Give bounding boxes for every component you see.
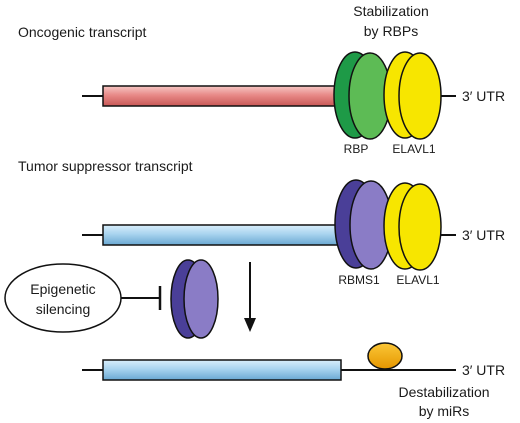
epigenetic-silencing-bubble bbox=[4, 263, 122, 333]
elavl1-label-top: ELAVL1 bbox=[392, 142, 435, 156]
utr-label-top: 3′ UTR bbox=[462, 88, 505, 104]
elavl1-yellow-protein-middle bbox=[383, 182, 442, 271]
epigenetic-label-line2: silencing bbox=[36, 301, 90, 317]
rbms1-label: RBMS1 bbox=[338, 273, 380, 287]
epigenetic-label-line1: Epigenetic bbox=[30, 281, 95, 297]
utr-label-bottom: 3′ UTR bbox=[462, 362, 505, 378]
stabilization-label-line1: Stabilization bbox=[353, 3, 429, 19]
rbms1-purple-protein bbox=[334, 179, 393, 270]
elavl1-yellow-protein-top bbox=[383, 51, 442, 140]
mir-orange-blob bbox=[367, 342, 403, 370]
elavl1-label-middle: ELAVL1 bbox=[396, 273, 439, 287]
stabilization-label-line2: by RBPs bbox=[364, 23, 418, 39]
oncogenic-coding-region bbox=[102, 85, 342, 107]
destabilization-label-line1: Destabilization bbox=[398, 384, 489, 400]
destabilized-coding-region bbox=[102, 359, 342, 381]
destabilization-label-line2: by miRs bbox=[419, 403, 470, 419]
inhibition-bar bbox=[121, 286, 162, 310]
suppressor-coding-region bbox=[102, 224, 342, 246]
tumor-suppressor-transcript-label: Tumor suppressor transcript bbox=[18, 158, 193, 174]
down-arrow-icon bbox=[244, 262, 256, 332]
oncogenic-transcript-label: Oncogenic transcript bbox=[18, 24, 147, 40]
rbp-green-protein bbox=[333, 51, 392, 140]
utr-label-middle: 3′ UTR bbox=[462, 227, 505, 243]
free-rbms1-protein bbox=[170, 259, 219, 339]
rbp-label: RBP bbox=[344, 142, 369, 156]
